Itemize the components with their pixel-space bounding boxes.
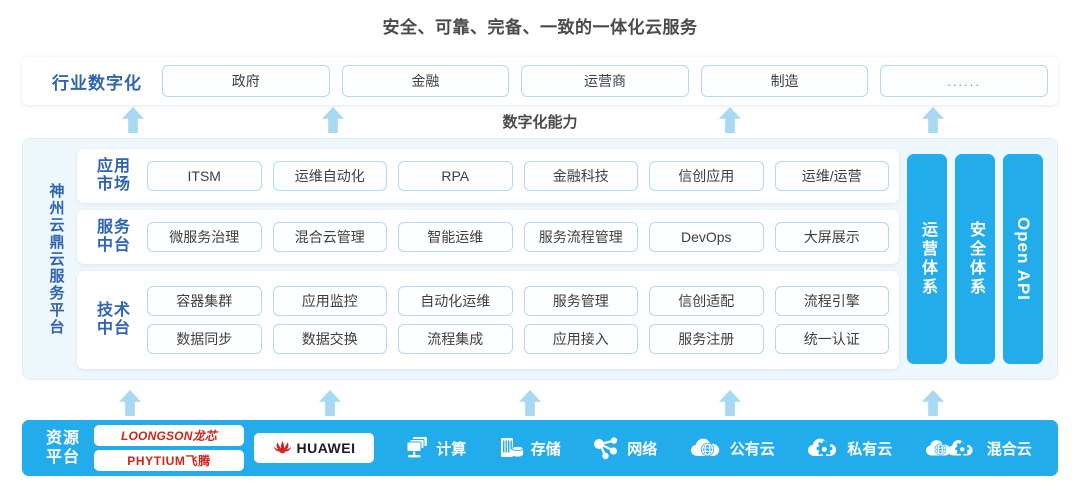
cell-service-process-management[interactable]: 服务流程管理 [523,222,638,252]
up-arrow-icon [922,390,944,416]
industry-row-label: 行业数字化 [52,73,142,93]
cell-data-sync[interactable]: 数据同步 [147,324,262,354]
platform-body: 应用 市场 ITSM 运维自动化 RPA 金融科技 信创应用 运维/运营 [77,149,1045,369]
tier-application-market: 应用 市场 ITSM 运维自动化 RPA 金融科技 信创应用 运维/运营 [77,149,899,203]
public-cloud-icon [690,436,724,460]
tier-grid: 微服务治理 混合云管理 智能运维 服务流程管理 DevOps 大屏展示 [147,222,889,252]
resource-item-hybrid-cloud[interactable]: 混合云 [925,436,1032,460]
tier-row: ITSM 运维自动化 RPA 金融科技 信创应用 运维/运营 [147,161,889,191]
resource-item-label: 存储 [530,440,561,458]
resource-item-private-cloud[interactable]: 私有云 [807,436,892,460]
resource-item-label: 私有云 [847,440,893,458]
resource-item-label: 网络 [627,440,658,458]
resource-item-storage[interactable]: 存储 [499,436,561,460]
up-arrow-icon [719,390,741,416]
resource-platform-row: 资源 平台 LOONGSON龙芯 PHYTIUM飞腾 HUAWEI [22,420,1058,476]
cell-service-management[interactable]: 服务管理 [523,286,638,316]
resource-item-compute[interactable]: 计算 [404,436,466,460]
cell-process-integration[interactable]: 流程集成 [398,324,513,354]
tier-label-application-market: 应用 市场 [81,158,147,195]
cell-data-exchange[interactable]: 数据交换 [272,324,387,354]
cell-ops-automation[interactable]: 运维自动化 [272,161,387,191]
cell-service-registration[interactable]: 服务注册 [649,324,764,354]
industry-item-government[interactable]: 政府 [162,65,330,97]
cell-process-engine[interactable]: 流程引擎 [774,286,889,316]
up-arrow-icon [519,390,541,416]
vertical-bar-operations-system[interactable]: 运营体系 [907,154,947,364]
up-arrow-icon [319,390,341,416]
chip-logo-stack: LOONGSON龙芯 PHYTIUM飞腾 [94,425,244,471]
cell-automated-ops[interactable]: 自动化运维 [398,286,513,316]
cell-rpa[interactable]: RPA [398,161,513,191]
industry-row: 行业数字化 政府 金融 运营商 制造 ...... [22,57,1058,105]
tier-label-line: 中台 [96,237,131,254]
resource-item-public-cloud[interactable]: 公有云 [690,436,775,460]
capability-label: 数字化能力 [502,114,578,131]
cell-itsm[interactable]: ITSM [147,161,262,191]
tier-label-line: 服务 [96,218,131,236]
cell-xinchuang-app[interactable]: 信创应用 [649,161,764,191]
cell-microservice-governance[interactable]: 微服务治理 [147,222,262,252]
industry-item-list: 政府 金融 运营商 制造 ...... [162,65,1048,97]
tier-label-line: 市场 [96,176,131,193]
industry-item-more[interactable]: ...... [880,65,1048,97]
compute-icon [404,436,430,460]
cell-large-screen-display[interactable]: 大屏展示 [774,222,889,252]
tier-label-line: 应用 [96,157,131,175]
private-cloud-icon [807,436,841,460]
loongson-logo: LOONGSON龙芯 [94,425,244,446]
cell-intelligent-ops[interactable]: 智能运维 [398,222,513,252]
vertical-bar-security-system[interactable]: 安全体系 [955,154,995,364]
cell-ops-operations[interactable]: 运维/运营 [774,161,889,191]
cell-application-monitoring[interactable]: 应用监控 [272,286,387,316]
page-title: 安全、可靠、完备、一致的一体化云服务 [382,18,698,37]
huawei-logo: HUAWEI [254,433,374,463]
cell-xinchuang-adaptation[interactable]: 信创适配 [649,286,764,316]
tier-row: 容器集群 应用监控 自动化运维 服务管理 信创适配 流程引擎 [147,286,889,316]
cell-hybrid-cloud-management[interactable]: 混合云管理 [272,222,387,252]
upper-arrow-row: 数字化能力 [0,107,1080,133]
resource-platform-label: 资源 平台 [32,429,94,467]
tier-row: 微服务治理 混合云管理 智能运维 服务流程管理 DevOps 大屏展示 [147,222,889,252]
storage-icon [499,436,525,460]
vertical-bar-open-api[interactable]: Open API [1003,154,1043,364]
cell-devops[interactable]: DevOps [649,222,764,252]
network-icon [593,436,621,460]
resource-label-line: 平台 [45,449,80,466]
cell-container-cluster[interactable]: 容器集群 [147,286,262,316]
platform-label: 神州云鼎云服务平台 [47,182,65,336]
tier-grid: ITSM 运维自动化 RPA 金融科技 信创应用 运维/运营 [147,161,889,191]
resource-item-label: 混合云 [986,440,1032,458]
hybrid-cloud-icon [925,436,981,460]
cloud-service-platform: 神州云鼎云服务平台 应用 市场 ITSM 运维自动化 RPA 金融科技 [22,138,1058,380]
resource-label-line: 资源 [45,429,80,447]
huawei-flower-icon [273,440,291,453]
tier-technical-middle-platform: 技术 中台 容器集群 应用监控 自动化运维 服务管理 信创适配 流程引擎 [77,271,899,369]
tier-label-technical-middle-platform: 技术 中台 [81,302,147,339]
industry-item-operator[interactable]: 运营商 [521,65,689,97]
tier-label-line: 中台 [96,320,131,337]
lower-arrow-row [0,390,1080,416]
tier-label-service-middle-platform: 服务 中台 [81,219,147,256]
industry-item-manufacturing[interactable]: 制造 [700,65,869,97]
huawei-logo-text: HUAWEI [296,440,356,456]
resource-item-label: 计算 [436,440,467,458]
platform-tiers: 应用 市场 ITSM 运维自动化 RPA 金融科技 信创应用 运维/运营 [77,149,899,369]
resource-item-label: 公有云 [729,440,775,458]
cell-fintech[interactable]: 金融科技 [523,161,638,191]
resource-item-network[interactable]: 网络 [593,436,657,460]
tier-row: 数据同步 数据交换 流程集成 应用接入 服务注册 统一认证 [147,324,889,354]
vertical-bar-group: 运营体系 安全体系 Open API [907,149,1045,369]
resource-item-list: 计算 [374,436,1048,460]
cell-unified-authentication[interactable]: 统一认证 [774,324,889,354]
up-arrow-icon [119,390,141,416]
cell-application-access[interactable]: 应用接入 [523,324,638,354]
tier-grid: 容器集群 应用监控 自动化运维 服务管理 信创适配 流程引擎 数据同步 数据交换… [147,286,889,354]
tier-label-line: 技术 [96,301,131,319]
industry-item-finance[interactable]: 金融 [341,65,510,97]
phytium-logo: PHYTIUM飞腾 [94,450,244,471]
tier-service-middle-platform: 服务 中台 微服务治理 混合云管理 智能运维 服务流程管理 DevOps 大屏展… [77,210,899,264]
